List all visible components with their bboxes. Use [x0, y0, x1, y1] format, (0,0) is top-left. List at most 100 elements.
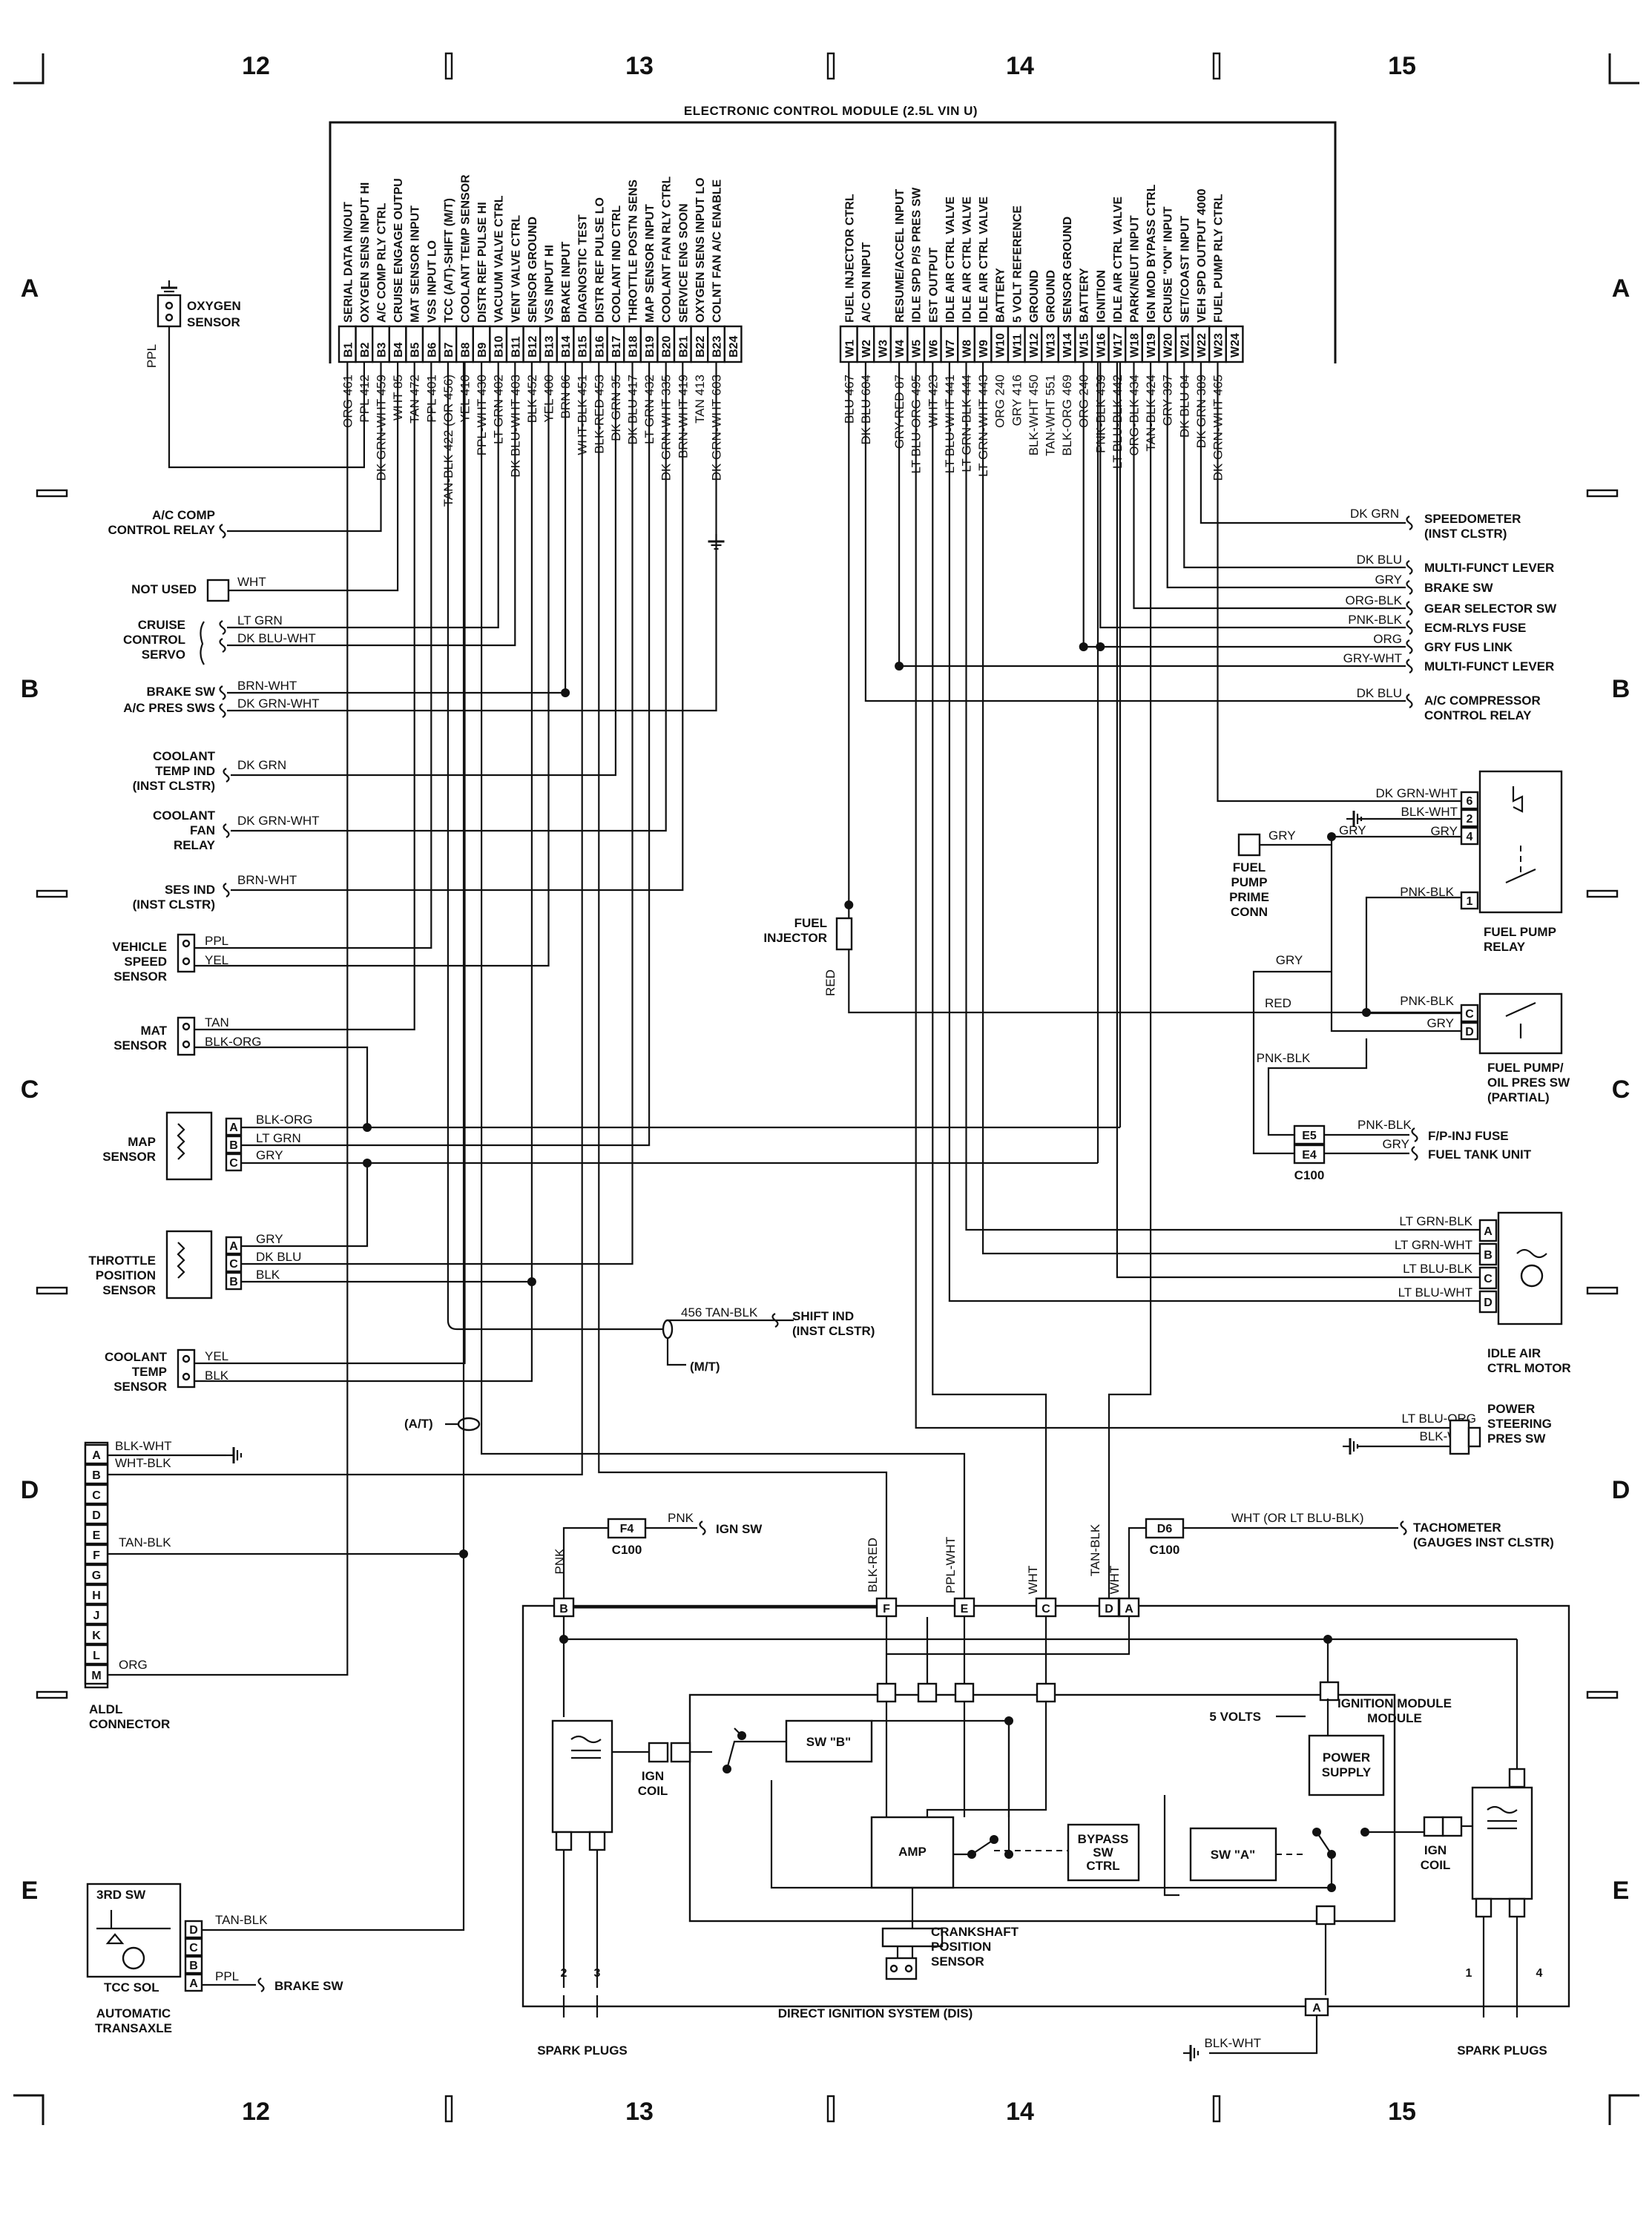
c100-label: C100 — [1294, 1168, 1325, 1182]
aldl-label: ALDL — [89, 1702, 122, 1716]
tps-label: SENSOR — [102, 1283, 156, 1297]
vss-label: SPEED — [124, 955, 167, 969]
pin-label: E4 — [1302, 1149, 1317, 1162]
plug-label: 3 — [594, 1967, 601, 1980]
wire — [194, 362, 415, 1031]
circle — [182, 957, 191, 966]
circle — [182, 939, 191, 948]
ecm-pin-function: 5 VOLT REFERENCE — [1011, 205, 1024, 323]
ac-compressor-label: A/C COMPRESSOR — [1424, 694, 1541, 708]
grid-tick — [444, 2095, 453, 2123]
ecm-pin-label: B21 — [677, 336, 690, 358]
wire-end — [219, 620, 226, 635]
aldl-pin-label: D — [92, 1509, 101, 1522]
ecm-pin-label: W6 — [927, 340, 940, 358]
column-number-top: 13 — [625, 52, 654, 80]
oxygen-sensor-label: OXYGEN — [187, 299, 241, 313]
map-pin-label: B — [229, 1139, 238, 1152]
wire-label: DK GRN-WHT — [237, 696, 319, 711]
ecm-pin-function: OXYGEN SENS INPUT LO — [694, 177, 707, 323]
tps-sensor — [165, 1230, 213, 1300]
corner-mark — [1608, 53, 1639, 85]
ecm-pin-label: B7 — [443, 342, 455, 358]
wire-label: YEL — [205, 1349, 228, 1363]
ecm-pin-label: B1 — [342, 342, 355, 358]
ecm-pin-function: COLNT FAN A/C ENABLE — [711, 179, 724, 323]
iac-pin-label: D — [1484, 1297, 1493, 1309]
coolant-temp-ind-label: (INST CLSTR) — [133, 779, 215, 793]
wire-end — [1406, 659, 1413, 673]
ign-coil-label: COIL — [1421, 1858, 1451, 1872]
ecm-pin-label: W23 — [1213, 333, 1225, 358]
ecm-pin-label: W5 — [911, 340, 924, 358]
wire-label: GRY — [1276, 953, 1303, 967]
wire-end — [1406, 639, 1413, 654]
wire-end — [1411, 1146, 1418, 1161]
row-letter-right: B — [1612, 675, 1630, 703]
ecm-pin-function: BATTERY — [1079, 268, 1091, 323]
wire-label: PPL-WHT — [944, 1537, 958, 1594]
grid-tick — [1586, 1286, 1619, 1295]
ecm-pin-function: BATTERY — [995, 268, 1007, 323]
dis-pin-label: E — [961, 1603, 969, 1615]
wire-label: LT GRN-BLK — [1399, 1214, 1472, 1228]
aldl-pin-label: G — [92, 1570, 101, 1582]
wire — [965, 362, 1480, 1231]
aldl-pin-label: E — [93, 1529, 101, 1542]
wire-label: BLK-ORG — [205, 1035, 262, 1049]
aldl-pin-label: A — [92, 1449, 101, 1462]
ecm-pin-function: COOLANT IND CTRL — [611, 205, 623, 323]
wire-label: PNK — [553, 1548, 567, 1575]
column-number-bottom: 14 — [1006, 2098, 1034, 2126]
wire-label: PNK-BLK — [1257, 1051, 1311, 1065]
bypass-label: CTRL — [1086, 1859, 1119, 1873]
wire — [227, 362, 717, 712]
wire-label: BLK-WHT — [1401, 805, 1458, 819]
junction-dot — [1360, 1828, 1369, 1837]
coolant-fan-relay-label: FAN — [190, 823, 215, 837]
wire-label: DK GRN — [1350, 507, 1399, 521]
wire-end — [1406, 620, 1413, 635]
wire-label: 456 TAN-BLK — [681, 1305, 758, 1320]
trans-pin — [184, 1955, 203, 1974]
tcc-label: TCC SOL — [104, 1980, 159, 1995]
fuel-pump-relay-label: FUEL PUMP — [1484, 925, 1556, 939]
wire-end — [1406, 560, 1413, 575]
crank-sensor-label: POSITION — [931, 1940, 991, 1954]
aldl-pin — [84, 1624, 109, 1645]
ecm-pin-label: B22 — [694, 336, 707, 358]
ecm-pin-function: SET/COAST INPUT — [1179, 216, 1191, 323]
crank-sensor-label: CRANKSHAFT — [931, 1925, 1019, 1939]
ecm-pin-label: W20 — [1162, 333, 1175, 358]
cts-label: TEMP — [132, 1365, 167, 1379]
wire — [241, 362, 651, 1147]
ecm-pin-function: SENSOR GROUND — [527, 217, 539, 323]
wire-label: WHT (OR LT BLU-BLK) — [1231, 1511, 1364, 1525]
aldl-pin — [84, 1483, 109, 1505]
ecm-pin-function: FUEL INJECTOR CTRL — [843, 194, 856, 323]
bypass-label: SW — [1093, 1845, 1113, 1860]
tachometer-label: (GAUGES INST CLSTR) — [1413, 1535, 1554, 1549]
wire — [734, 1727, 743, 1736]
fuel-pump-relay — [1478, 770, 1563, 914]
aldl-pin-label: J — [93, 1610, 100, 1622]
tps-pin-label: B — [229, 1276, 238, 1288]
module-pin — [1036, 1682, 1056, 1703]
dis-pin-label: D — [1105, 1603, 1113, 1615]
wire-label: GRY-WHT — [1343, 651, 1402, 665]
switch — [96, 1910, 171, 1930]
aldl-pin-label: K — [92, 1630, 101, 1642]
module-pin — [1319, 1681, 1340, 1702]
ac-comp-wire — [227, 362, 382, 533]
coil-lead — [1508, 1897, 1526, 1918]
ecm-pin-function: A/C ON INPUT — [860, 242, 873, 323]
transaxle-label: AUTOMATIC — [96, 2006, 171, 2020]
ses-ind-label: SES IND — [165, 883, 215, 897]
ecm-pin-label: B15 — [577, 336, 590, 358]
ecm-pin-label: B13 — [544, 336, 556, 358]
column-number-top: 15 — [1388, 52, 1416, 80]
ecm-pin-label: W15 — [1079, 333, 1091, 358]
oxygen-sensor-label: SENSOR — [187, 315, 240, 329]
power-supply — [1308, 1734, 1385, 1796]
cruise-servo-label: CRUISE — [138, 618, 185, 632]
